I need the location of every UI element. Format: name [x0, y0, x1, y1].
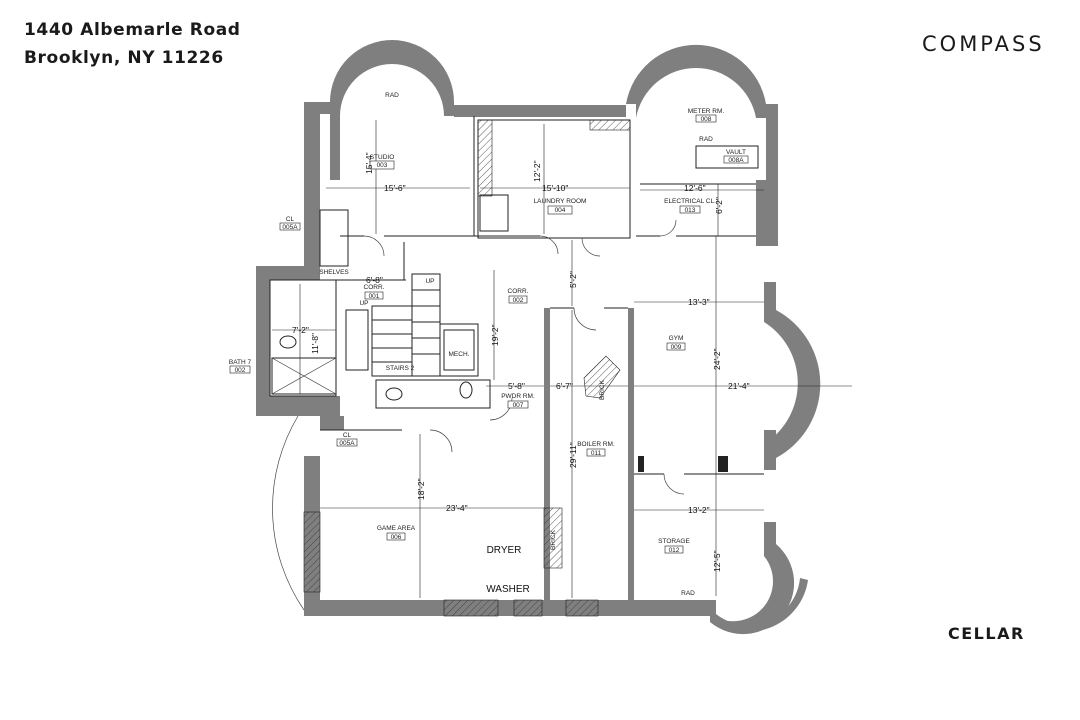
interior-walls: [269, 116, 764, 617]
svg-text:5'-8": 5'-8": [508, 381, 525, 391]
svg-text:001: 001: [369, 293, 380, 300]
room-closet-top: CL 005A: [279, 216, 301, 231]
svg-text:GAME AREA: GAME AREA: [377, 525, 416, 532]
svg-text:13'-3": 13'-3": [688, 297, 710, 307]
svg-text:008A: 008A: [728, 157, 744, 164]
svg-text:CORR.: CORR.: [364, 284, 385, 291]
svg-text:002: 002: [235, 367, 246, 374]
svg-text:012: 012: [669, 547, 680, 554]
svg-text:13'-2": 13'-2": [688, 505, 710, 515]
svg-text:6'-8": 6'-8": [366, 275, 383, 285]
dimension-labels: 15'-4" 15'-6" 12'-2" 15'-10" 12'-6" 6'-2…: [292, 152, 750, 572]
address-line-1: 1440 Albemarle Road: [24, 20, 241, 40]
brick-label-upper: BRICK: [599, 379, 606, 400]
stairs-up-label: UP: [425, 278, 434, 285]
svg-text:BOILER RM.: BOILER RM.: [577, 441, 615, 448]
svg-text:006: 006: [391, 534, 402, 541]
room-pwdr: PWDR RM. 007: [501, 393, 535, 409]
svg-text:6'-2": 6'-2": [714, 197, 724, 214]
svg-text:12'-6": 12'-6": [684, 183, 706, 193]
svg-text:7'-2": 7'-2": [292, 325, 309, 335]
svg-text:MECH.: MECH.: [449, 351, 470, 358]
room-gym: GYM 009: [666, 335, 686, 351]
svg-text:007: 007: [513, 402, 524, 409]
svg-text:STUDIO: STUDIO: [370, 154, 395, 161]
room-corr-001: CORR. 001: [364, 284, 385, 300]
room-mech: MECH.: [449, 351, 470, 358]
room-bath-7: BATH 7 002: [229, 359, 252, 374]
door-swings: [363, 219, 685, 495]
washer-label: WASHER: [486, 584, 530, 595]
room-storage: STORAGE 012: [658, 538, 690, 554]
dimension-lines: [272, 120, 852, 598]
rad-label-2: RAD: [699, 136, 713, 143]
svg-text:013: 013: [685, 207, 696, 214]
svg-text:STAIRS 2: STAIRS 2: [386, 365, 415, 372]
svg-text:005A: 005A: [282, 224, 298, 231]
svg-text:011: 011: [591, 450, 602, 457]
svg-text:CL: CL: [286, 216, 295, 223]
compass-logo: COMPASS: [922, 32, 1045, 56]
svg-text:23'-4": 23'-4": [446, 503, 468, 513]
room-meter: METER RM. 008: [688, 108, 725, 123]
svg-text:002: 002: [513, 297, 524, 304]
svg-text:GYM: GYM: [669, 335, 684, 342]
svg-text:18'-2": 18'-2": [416, 478, 426, 500]
svg-text:29'-11": 29'-11": [568, 442, 578, 468]
svg-text:11'-8": 11'-8": [310, 333, 320, 354]
rad-label-1: RAD: [385, 92, 399, 99]
shelves-label: SHELVES: [319, 269, 349, 276]
svg-text:5'-2": 5'-2": [568, 271, 578, 288]
svg-text:15'-4": 15'-4": [364, 152, 374, 174]
svg-text:19'-2": 19'-2": [490, 324, 500, 346]
svg-text:BATH 7: BATH 7: [229, 359, 252, 366]
svg-text:15'-6": 15'-6": [384, 183, 406, 193]
svg-text:6'-7": 6'-7": [556, 381, 573, 391]
svg-text:12'-5": 12'-5": [712, 550, 722, 572]
svg-text:CL: CL: [343, 432, 352, 439]
room-vault: VAULT 008A: [723, 149, 749, 164]
svg-text:008: 008: [701, 116, 712, 123]
room-stairs-2: STAIRS 2: [386, 365, 415, 372]
brick-label-lower: BRICK: [550, 529, 557, 550]
room-boiler: BOILER RM. 011: [577, 441, 615, 457]
svg-text:CORR.: CORR.: [508, 288, 529, 295]
svg-text:009: 009: [671, 344, 682, 351]
svg-text:004: 004: [555, 207, 566, 214]
dryer-label: DRYER: [487, 545, 522, 556]
svg-text:15'-10": 15'-10": [542, 183, 568, 193]
rad-label-3: RAD: [681, 590, 695, 597]
room-electrical: ELECTRICAL CL. 013: [664, 198, 716, 214]
svg-text:LAUNDRY ROOM: LAUNDRY ROOM: [534, 198, 587, 205]
svg-text:STORAGE: STORAGE: [658, 538, 690, 545]
room-game-area: GAME AREA 006: [377, 525, 416, 541]
svg-text:21'-4": 21'-4": [728, 381, 750, 391]
svg-text:12'-2": 12'-2": [532, 160, 542, 182]
exterior-walls: [256, 40, 821, 635]
room-studio: STUDIO 003: [369, 154, 395, 170]
room-corr-002: CORR. 002: [508, 288, 529, 304]
floor-label: CELLAR: [948, 624, 1025, 643]
address-line-2: Brooklyn, NY 11226: [24, 48, 224, 68]
svg-text:003: 003: [377, 162, 388, 169]
svg-text:METER RM.: METER RM.: [688, 108, 725, 115]
svg-text:ELECTRICAL CL.: ELECTRICAL CL.: [664, 198, 716, 205]
svg-text:005A: 005A: [339, 440, 355, 447]
room-laundry: LAUNDRY ROOM 004: [534, 198, 587, 215]
svg-text:PWDR RM.: PWDR RM.: [501, 393, 535, 400]
room-closet-lower: CL 005A: [336, 432, 358, 447]
stairs-up-label-2: UP: [359, 300, 368, 307]
svg-text:24'-2": 24'-2": [712, 348, 722, 370]
svg-text:VAULT: VAULT: [726, 149, 746, 156]
